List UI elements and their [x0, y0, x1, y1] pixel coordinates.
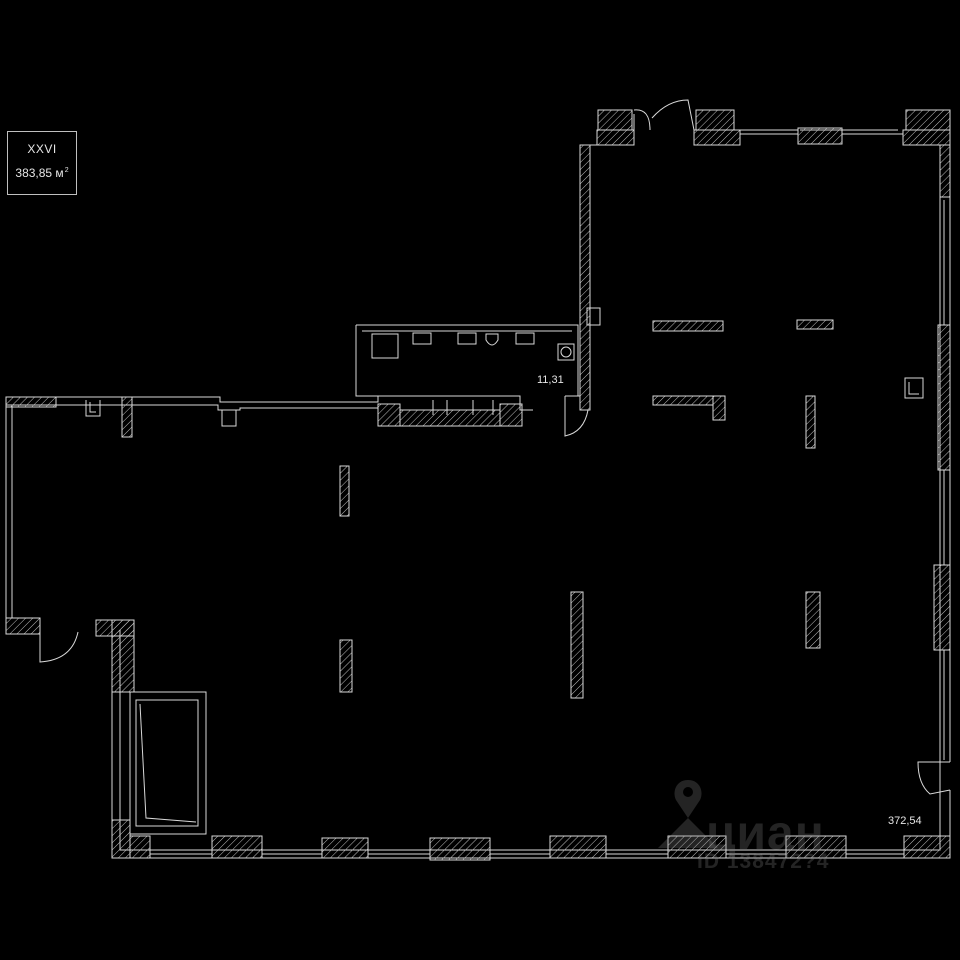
- unit-info-box: XXVI 383,85 м2: [7, 131, 77, 195]
- toilet-1: [485, 333, 499, 346]
- shaft-inner: [135, 699, 199, 827]
- upper-left-wall: [6, 395, 533, 411]
- watermark-brand: циан: [706, 807, 825, 860]
- shaft-outer: [129, 691, 207, 835]
- main-room-area: 372,54: [888, 815, 922, 827]
- sink-3: [515, 332, 535, 345]
- door-service: [564, 396, 589, 437]
- sink-2: [457, 332, 477, 345]
- toilet-2: [560, 346, 572, 358]
- small-room-area: 11,31: [537, 374, 564, 386]
- inner-wall-line: [11, 145, 941, 851]
- map-pin-icon: [658, 780, 718, 848]
- door-left: [39, 618, 97, 663]
- shower: [371, 333, 399, 359]
- unit-number: XXVI: [27, 142, 57, 156]
- watermark-listing-id: ID 138472?4: [697, 850, 830, 873]
- door-right: [917, 761, 951, 795]
- sink-1: [412, 332, 432, 345]
- unit-area: 383,85 м2: [15, 166, 69, 180]
- door-top: [633, 99, 695, 131]
- outer-wall-outline: [5, 129, 951, 859]
- service-block: [355, 324, 579, 397]
